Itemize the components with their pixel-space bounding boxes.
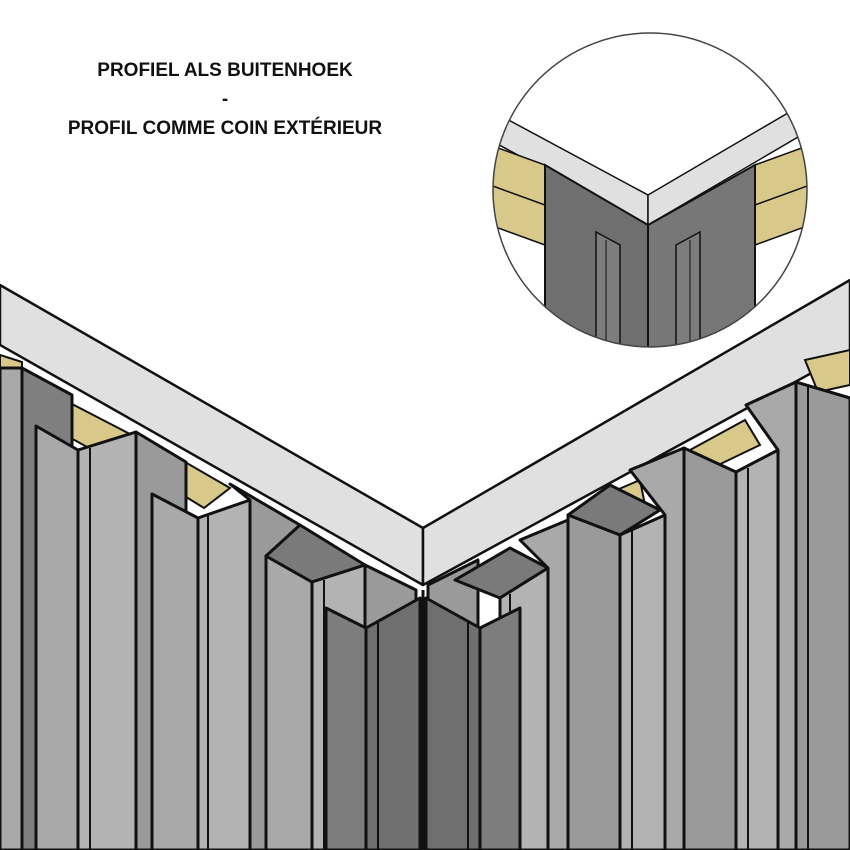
caption-dutch: PROFIEL ALS BUITENHOEK <box>97 60 353 81</box>
right-slat-2 <box>682 380 798 850</box>
right-slat-3 <box>566 446 686 850</box>
right-wall-slats <box>426 380 850 850</box>
right-slat-1 <box>794 380 850 850</box>
corner-profile <box>324 590 522 850</box>
caption-french: PROFIL COMME COIN EXTÉRIEUR <box>67 118 383 139</box>
ceiling-slab <box>0 278 850 587</box>
caption-separator: - <box>221 89 229 110</box>
diagram-caption: PROFIEL ALS BUITENHOEK - PROFIL COMME CO… <box>20 56 430 143</box>
corner-detail-magnifier <box>492 32 808 348</box>
